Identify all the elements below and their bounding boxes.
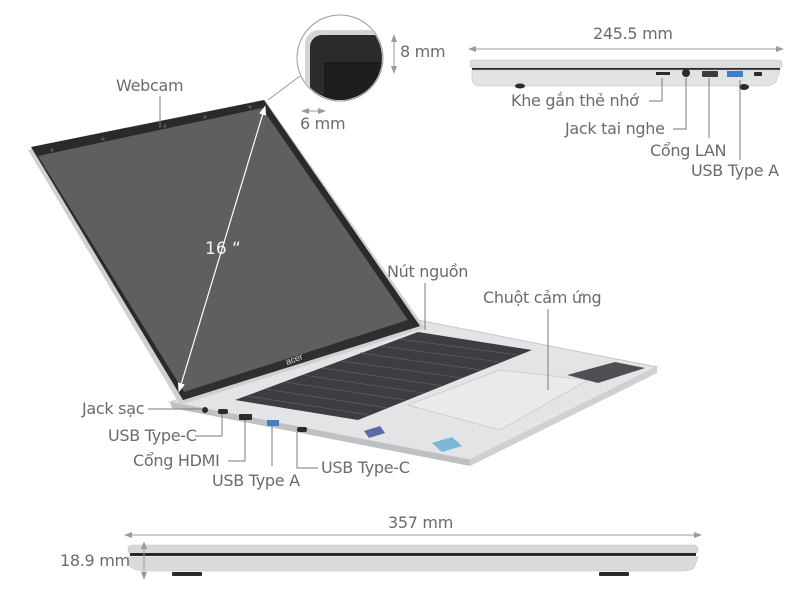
hdmi-port-label: Cổng HDMI	[133, 451, 220, 470]
usb-a-right-label: USB Type A	[691, 161, 779, 180]
usb-a-left-label: USB Type A	[212, 471, 300, 490]
lan-port-label: Cổng LAN	[650, 141, 727, 160]
webcam-label: Webcam	[116, 76, 184, 95]
card-slot-label: Khe gắn thẻ nhớ	[511, 91, 639, 110]
side-width-dimension: 245.5 mm	[593, 24, 673, 43]
bezel-zoom-inset	[267, 14, 397, 114]
laptop-side-view	[468, 46, 784, 90]
charge-jack-label: Jack sạc	[82, 399, 145, 418]
thickness-dimension: 18.9 mm	[60, 551, 130, 570]
usb-c-left-1-label: USB Type-C	[108, 426, 197, 445]
laptop-main-view: acer	[28, 100, 659, 466]
screen-size-label: 16 “	[205, 239, 241, 259]
usb-c-left-2-label: USB Type-C	[321, 458, 410, 477]
bezel-top-dimension: 8 mm	[400, 42, 446, 61]
front-width-dimension: 357 mm	[388, 513, 453, 532]
touchpad-label: Chuột cảm ứng	[483, 288, 602, 307]
leader-lines	[148, 78, 741, 469]
headphone-jack-label: Jack tai nghe	[565, 119, 665, 138]
laptop-front-view	[124, 532, 702, 580]
power-button-label: Nút nguồn	[387, 262, 469, 281]
bezel-side-dimension: 6 mm	[300, 114, 346, 133]
